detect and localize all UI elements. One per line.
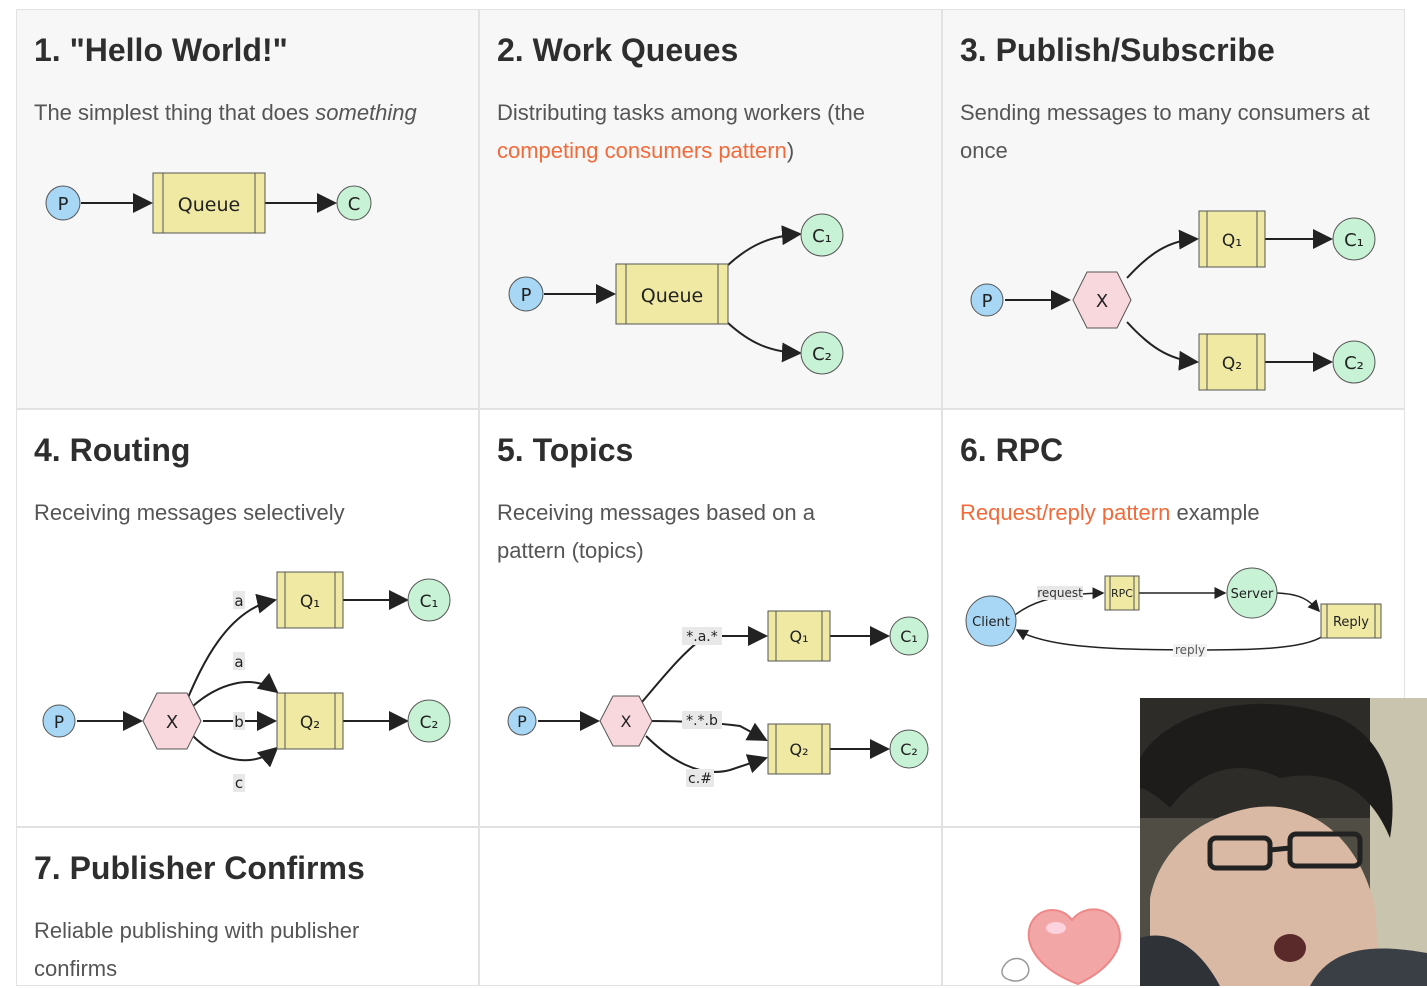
- consumer-1-node: [407, 578, 451, 622]
- consumer-1-node: [1332, 217, 1376, 261]
- queue-2-node: [1198, 333, 1266, 391]
- tutorial-description: Receiving messages selectively: [34, 500, 345, 525]
- work-queues-diagram: P Queue C₁ C₂: [508, 213, 844, 375]
- server-node: [1226, 567, 1278, 619]
- svg-text:C: C: [348, 194, 361, 215]
- svg-text:C₁: C₁: [420, 592, 439, 612]
- svg-text:a: a: [234, 592, 243, 610]
- rpc-diagram: request reply Client RPC Server Reply: [965, 567, 1382, 657]
- svg-text:reply: reply: [1175, 643, 1205, 657]
- svg-text:Client: Client: [972, 615, 1010, 630]
- svg-text:P: P: [982, 291, 993, 312]
- queue-1-node: [276, 571, 344, 629]
- tutorial-card-publisher-confirms[interactable]: 7. Publisher Confirms Reliable publishin…: [16, 827, 479, 986]
- tutorial-title[interactable]: 4. Routing: [34, 432, 191, 468]
- routing-diagram: a a b c P X Q₁ Q₂ C₁ C₂: [42, 571, 451, 792]
- queue-1-node: [1198, 210, 1266, 268]
- svg-text:*.a.*: *.a.*: [686, 629, 717, 645]
- svg-text:request: request: [1037, 586, 1083, 600]
- tutorial-title[interactable]: 6. RPC: [960, 432, 1064, 468]
- producer-node: [507, 706, 537, 736]
- heart-sticker: [1001, 908, 1121, 986]
- tutorial-title[interactable]: 1. "Hello World!": [34, 32, 288, 68]
- publish-subscribe-diagram: P X Q₁ Q₂ C₁ C₂: [970, 210, 1376, 391]
- svg-text:Q₂: Q₂: [1222, 354, 1242, 374]
- svg-text:Queue: Queue: [641, 285, 703, 307]
- svg-text:c: c: [235, 774, 243, 792]
- svg-text:Q₁: Q₁: [789, 627, 808, 646]
- svg-text:P: P: [521, 285, 532, 306]
- svg-text:C₂: C₂: [420, 713, 439, 733]
- tutorial-card-publish-subscribe[interactable]: 3. Publish/Subscribe Sending messages to…: [942, 9, 1405, 409]
- consumer-node: [336, 185, 372, 221]
- tutorial-card-hello-world[interactable]: 1. "Hello World!" The simplest thing tha…: [16, 9, 479, 409]
- svg-text:C₂: C₂: [900, 740, 918, 759]
- svg-text:C₁: C₁: [900, 627, 918, 646]
- webcam-overlay: [1140, 698, 1427, 986]
- svg-text:X: X: [1096, 291, 1108, 312]
- tutorial-description: Distributing tasks among workers (the co…: [497, 100, 866, 163]
- consumer-2-node: [407, 699, 451, 743]
- svg-text:C₂: C₂: [1344, 353, 1364, 374]
- svg-text:Q₁: Q₁: [300, 592, 320, 612]
- queue-node: [152, 172, 266, 234]
- queue-2-node: [767, 723, 831, 775]
- tutorial-title[interactable]: 5. Topics: [497, 432, 634, 468]
- consumer-2-node: [889, 729, 929, 769]
- svg-text:c.#: c.#: [688, 771, 712, 787]
- client-node: [965, 595, 1017, 647]
- queue-2-node: [276, 692, 344, 750]
- producer-node: [42, 704, 76, 738]
- svg-text:C₁: C₁: [812, 226, 832, 247]
- tutorial-description: Reliable publishing with publisher confi…: [34, 918, 360, 981]
- svg-text:*.*.b: *.*.b: [686, 713, 718, 729]
- topics-diagram: *.a.* *.*.b c.# P X Q₁ Q₂ C₁ C₂: [507, 610, 929, 787]
- svg-text:b: b: [234, 713, 244, 731]
- svg-text:Q₂: Q₂: [300, 713, 320, 733]
- tutorial-description: Sending messages to many consumers at on…: [960, 100, 1370, 163]
- svg-text:P: P: [517, 712, 527, 731]
- svg-text:X: X: [621, 712, 632, 731]
- svg-text:Queue: Queue: [178, 194, 240, 216]
- exchange-node: [599, 695, 653, 747]
- empty-cell: [479, 827, 942, 986]
- tutorial-description: Request/reply pattern example: [960, 500, 1260, 525]
- svg-text:Q₁: Q₁: [1222, 231, 1242, 251]
- svg-text:C₂: C₂: [812, 344, 832, 365]
- tutorial-card-routing[interactable]: 4. Routing Receiving messages selectivel…: [16, 409, 479, 827]
- svg-text:RPC: RPC: [1111, 587, 1133, 600]
- tutorial-description: Receiving messages based on a pattern (t…: [497, 500, 815, 563]
- consumer-2-node: [1332, 340, 1376, 384]
- reply-queue-node: [1320, 603, 1382, 639]
- consumer-2-node: [800, 331, 844, 375]
- queue-node: [615, 263, 729, 325]
- webcam-person-image: [1140, 698, 1427, 986]
- request-reply-pattern-link[interactable]: Request/reply pattern: [960, 500, 1171, 525]
- producer-node: [970, 283, 1004, 317]
- tutorial-description: The simplest thing that does something: [34, 100, 417, 125]
- producer-node: [508, 276, 544, 312]
- tutorial-title[interactable]: 7. Publisher Confirms: [34, 850, 365, 886]
- exchange-node: [142, 692, 202, 750]
- svg-text:Reply: Reply: [1333, 615, 1369, 630]
- tutorial-title[interactable]: 2. Work Queues: [497, 32, 739, 68]
- consumer-1-node: [800, 213, 844, 257]
- svg-text:C₁: C₁: [1344, 230, 1364, 251]
- consumer-1-node: [889, 616, 929, 656]
- tutorial-card-topics[interactable]: 5. Topics Receiving messages based on a …: [479, 409, 942, 827]
- svg-text:Server: Server: [1231, 587, 1274, 602]
- competing-consumers-link[interactable]: competing consumers pattern: [497, 138, 787, 163]
- svg-text:a: a: [234, 653, 243, 671]
- tutorial-title[interactable]: 3. Publish/Subscribe: [960, 32, 1275, 68]
- producer-node: [45, 185, 81, 221]
- rpc-queue-node: [1104, 575, 1140, 611]
- queue-1-node: [767, 610, 831, 662]
- svg-text:P: P: [54, 713, 64, 733]
- svg-text:Q₂: Q₂: [789, 740, 808, 759]
- svg-text:P: P: [58, 194, 69, 215]
- tutorial-card-work-queues[interactable]: 2. Work Queues Distributing tasks among …: [479, 9, 942, 409]
- svg-text:X: X: [166, 712, 178, 733]
- hello-world-diagram: P Queue C: [45, 172, 372, 234]
- exchange-node: [1072, 271, 1132, 329]
